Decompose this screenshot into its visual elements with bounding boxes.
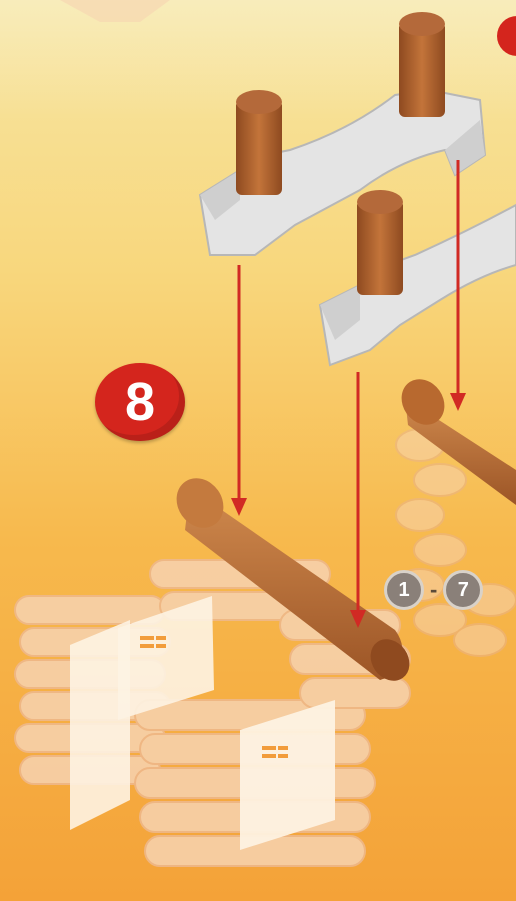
reference-from-chip: 1 <box>384 570 424 610</box>
reference-separator: - <box>430 577 437 603</box>
reference-to-chip: 7 <box>443 570 483 610</box>
faded-top-block <box>60 0 170 22</box>
step-number-badge: 8 <box>95 363 185 441</box>
bridge-piece-middle <box>320 205 516 365</box>
reference-range: 1 - 7 <box>384 570 483 610</box>
